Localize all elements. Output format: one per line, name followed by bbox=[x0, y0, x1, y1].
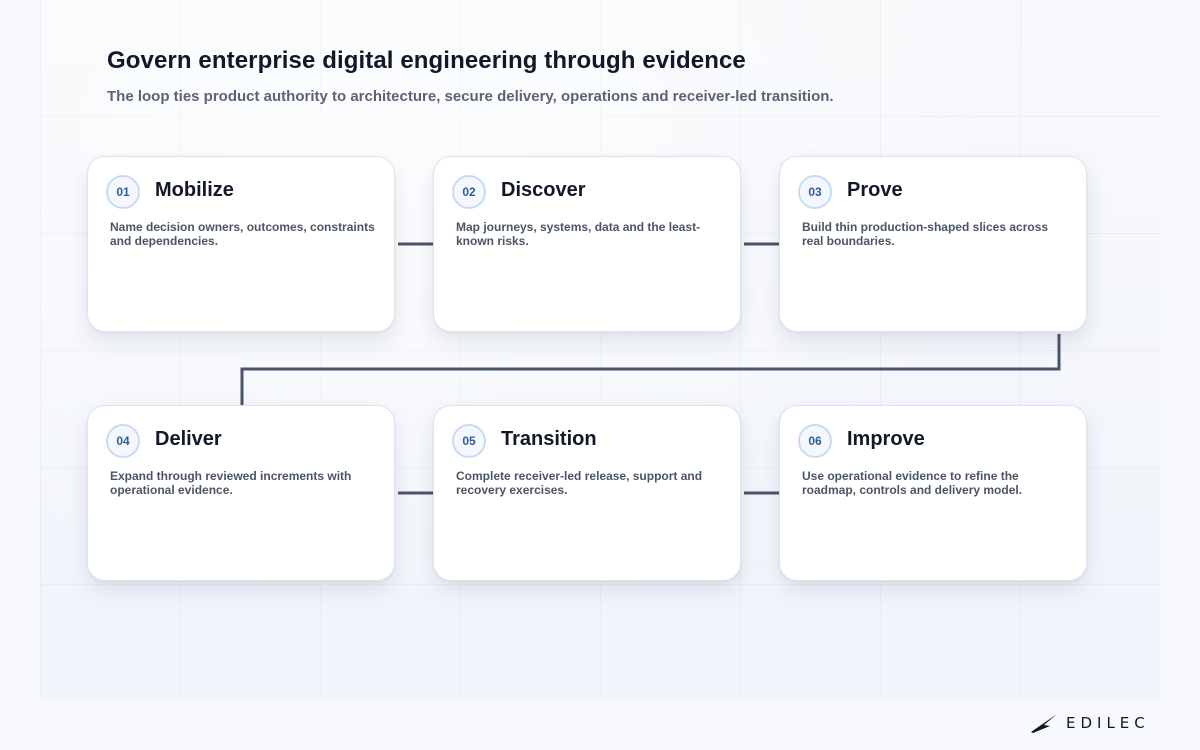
step-description: Complete receiver-led release, support a… bbox=[456, 469, 703, 497]
step-title: Discover bbox=[501, 179, 586, 201]
step-card-improve: 06 Improve Use operational evidence to r… bbox=[779, 405, 1087, 581]
panel-highlight bbox=[40, 0, 1160, 700]
step-number-badge: 06 bbox=[798, 424, 832, 458]
step-description: Expand through reviewed increments with … bbox=[110, 469, 352, 497]
step-card-deliver: 04 Deliver Expand through reviewed incre… bbox=[87, 405, 395, 581]
step-card-prove: 03 Prove Build thin production-shaped sl… bbox=[779, 156, 1087, 332]
step-description: Use operational evidence to refine the r… bbox=[802, 469, 1023, 497]
step-number-badge: 05 bbox=[452, 424, 486, 458]
brand-logo: EDILEC bbox=[1030, 710, 1150, 736]
step-title: Transition bbox=[501, 428, 597, 450]
step-title: Mobilize bbox=[155, 179, 234, 201]
step-number-badge: 04 bbox=[106, 424, 140, 458]
step-title: Prove bbox=[847, 179, 903, 201]
edilec-wing-icon bbox=[1031, 714, 1057, 733]
step-description: Name decision owners, outcomes, constrai… bbox=[110, 220, 375, 248]
step-number-badge: 02 bbox=[452, 175, 486, 209]
page-title: Govern enterprise digital engineering th… bbox=[107, 47, 746, 74]
step-description: Map journeys, systems, data and the leas… bbox=[456, 220, 701, 248]
connector-03-04 bbox=[240, 334, 1061, 405]
step-title: Improve bbox=[847, 428, 925, 450]
step-number-badge: 03 bbox=[798, 175, 832, 209]
step-card-transition: 05 Transition Complete receiver-led rele… bbox=[433, 405, 741, 581]
step-description: Build thin production-shaped slices acro… bbox=[802, 220, 1049, 248]
step-number-badge: 01 bbox=[106, 175, 140, 209]
page-subtitle: The loop ties product authority to archi… bbox=[107, 88, 834, 105]
step-card-discover: 02 Discover Map journeys, systems, data … bbox=[433, 156, 741, 332]
step-title: Deliver bbox=[155, 428, 222, 450]
step-card-mobilize: 01 Mobilize Name decision owners, outcom… bbox=[87, 156, 395, 332]
brand-name: EDILEC bbox=[1066, 714, 1150, 732]
